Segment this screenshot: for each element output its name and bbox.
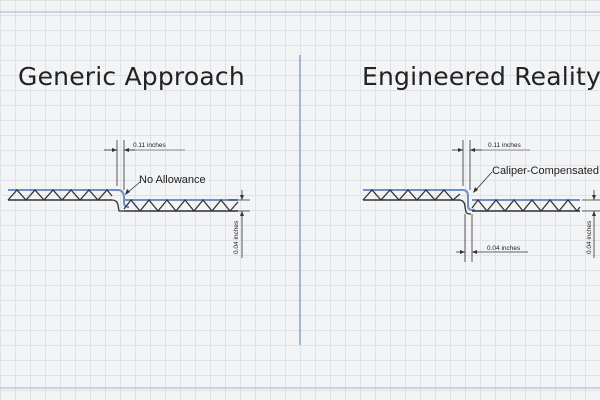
caliper-compensated-leader bbox=[473, 171, 493, 193]
eng-left-board-flute bbox=[362, 189, 461, 201]
no-allowance-callout: No Allowance bbox=[139, 174, 206, 186]
offset-arrow-right bbox=[472, 250, 477, 254]
left-gap-dimension-label: 0.11 inches bbox=[133, 142, 167, 149]
eng-thickness-arrow-top bbox=[592, 195, 596, 200]
caliper-compensated-arrowhead bbox=[473, 187, 478, 193]
right-board-diagram: 0.11 inches Caliper-Compensated 0.04 inc… bbox=[362, 140, 600, 262]
offset-arrow-left bbox=[460, 250, 465, 254]
thickness-arrow-top bbox=[240, 195, 244, 200]
eng-gap-arrow-left bbox=[458, 148, 463, 152]
left-joint-edge bbox=[111, 199, 124, 212]
offset-dimension-label: 0.04 inches bbox=[487, 245, 521, 252]
left-board-flute bbox=[7, 189, 113, 201]
eng-joint-liner bbox=[462, 189, 475, 211]
eng-right-board-flute bbox=[471, 198, 581, 213]
gap-arrow-right bbox=[124, 148, 129, 152]
right-gap-dimension-label: 0.11 inches bbox=[488, 142, 522, 149]
thickness-arrow-bottom bbox=[240, 211, 244, 216]
left-thickness-dimension-label: 0.04 inches bbox=[233, 220, 240, 254]
no-allowance-arrowhead bbox=[125, 189, 130, 195]
caliper-compensated-callout: Caliper-Compensated bbox=[492, 165, 599, 177]
eng-thickness-arrow-bottom bbox=[592, 211, 596, 216]
gap-arrow-left bbox=[112, 148, 117, 152]
left-board-diagram: 0.11 inches No Allowance 0.04 inches bbox=[7, 140, 250, 258]
engineered-reality-title: Engineered Reality bbox=[362, 62, 600, 91]
eng-joint-edge bbox=[459, 199, 472, 215]
generic-approach-title: Generic Approach bbox=[18, 62, 245, 91]
eng-gap-arrow-right bbox=[470, 148, 475, 152]
right-thickness-dimension-label: 0.04 inches bbox=[586, 220, 593, 254]
right-board-flute bbox=[123, 198, 239, 213]
